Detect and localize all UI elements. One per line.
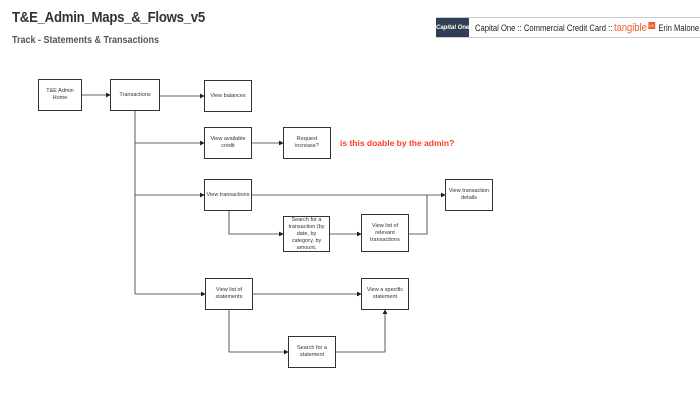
page-title: T&E_Admin_Maps_&_Flows_v5 (12, 9, 205, 26)
header-text: Capital One :: Commercial Credit Card :: (475, 22, 613, 33)
header-bar: Capital One Capital One :: Commercial Cr… (436, 17, 700, 38)
node-relevant[interactable]: View list of relevant transactions (361, 214, 409, 252)
node-transactions[interactable]: Transactions (110, 79, 160, 111)
node-increase[interactable]: Request increase? (283, 127, 331, 159)
node-balances[interactable]: View balances (204, 80, 252, 112)
line-relevant-details (409, 195, 428, 235)
arrow-search-transaction (228, 211, 284, 237)
capital-one-logo: Capital One (436, 18, 470, 37)
admin-question-note: is this doable by the admin? (340, 138, 455, 148)
node-home[interactable]: T&E Admin Home (38, 79, 82, 111)
node-search-statement[interactable]: Search for a statement (288, 336, 336, 368)
node-statements[interactable]: View list of statements (205, 278, 253, 310)
arrow-search-statement (228, 310, 289, 355)
ux-badge: UX (648, 21, 656, 29)
author: Erin Malone :: (658, 22, 700, 33)
node-view-transactions[interactable]: View transactions (204, 179, 252, 211)
node-credit[interactable]: View available credit (204, 127, 252, 159)
node-details[interactable]: View transaction details (445, 179, 493, 211)
tangible-logo: tangible (614, 21, 648, 34)
node-specific[interactable]: View a specific statement (361, 278, 409, 310)
arrow-search-to-specific (336, 309, 388, 353)
node-search-transaction[interactable]: Search for a transaction (by date, by ca… (283, 216, 330, 252)
page-subtitle: Track - Statements & Transactions (12, 35, 160, 46)
